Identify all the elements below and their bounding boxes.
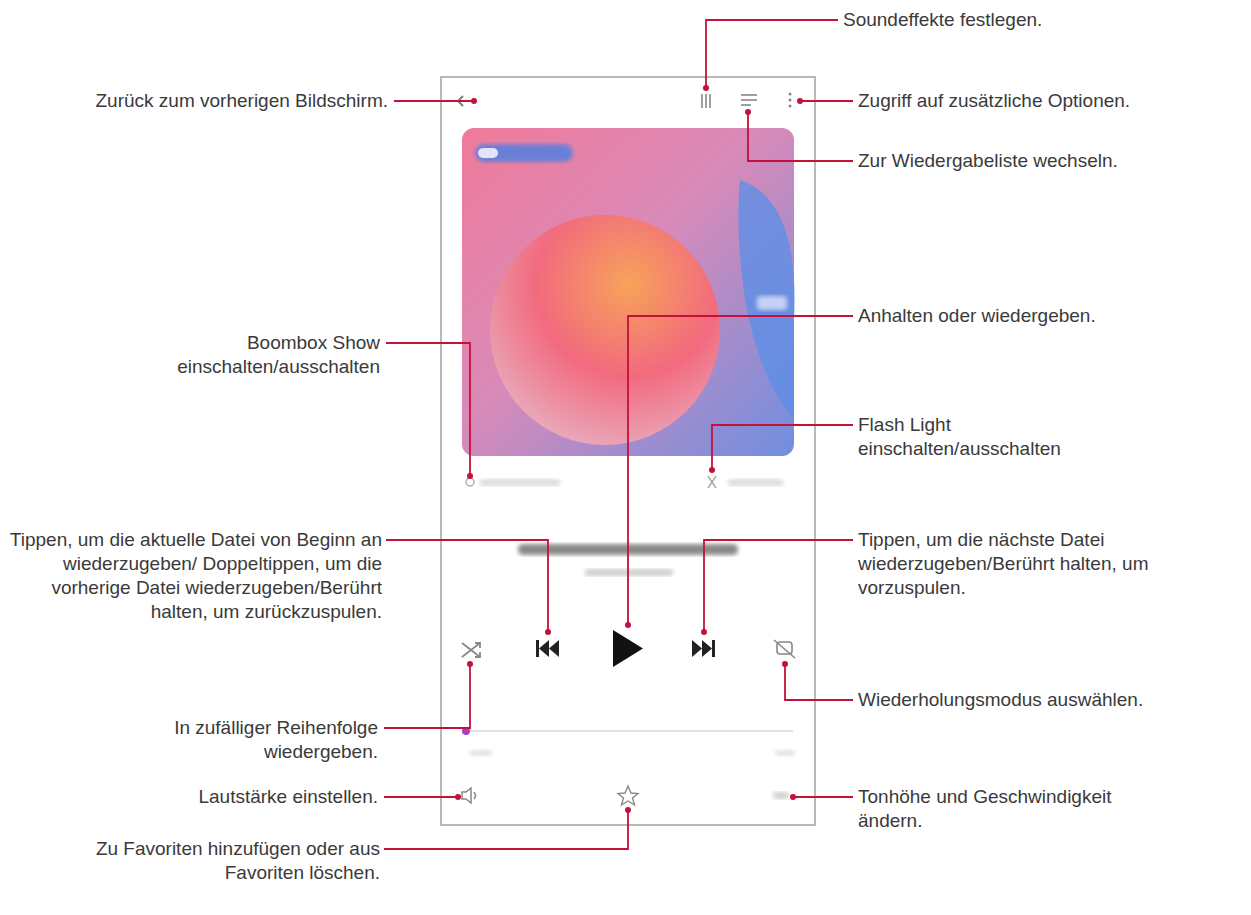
song-artist [585,569,673,576]
callout-text: Anhalten oder wiedergeben. [858,304,1247,328]
boombox-icon [466,478,474,486]
favorite-icon [618,786,638,805]
callout-text: Lautstärke einstellen. [18,785,378,809]
callout-text: Soundeffekte festlegen. [843,8,1238,32]
callout-text: In zufälliger Reihenfolge wiedergeben. [78,716,378,764]
seek-bar [463,730,793,732]
flash-icon [708,476,716,488]
callout-text: Tippen, um die nächste Datei wiederzugeb… [858,528,1246,600]
callout-text: Tippen, um die aktuelle Datei von Beginn… [4,528,382,624]
time-total [775,750,795,756]
time-elapsed [470,750,492,756]
callout-text: Tonhöhe und Geschwindigkeit ändern. [858,785,1158,833]
previous-icon [536,640,559,657]
badge-dot [478,148,498,158]
playlist-icon [741,95,757,105]
callout-text: Zu Favoriten hinzufügen oder aus Favorit… [20,837,380,885]
album-shape [738,180,794,420]
volume-icon [462,788,476,803]
leader-dots [455,85,803,813]
speed-icon [773,792,789,799]
callout-text: Zugriff auf zusätzliche Optionen. [858,89,1158,113]
callout-text: Zurück zum vorherigen Bildschirm. [88,89,388,113]
leader-lines [384,20,853,849]
flash-text [728,479,783,486]
album-orb [490,215,720,445]
repeat-icon [774,640,795,658]
more-icon [789,93,792,108]
play-icon [613,630,643,667]
boombox-text [480,479,560,486]
badge [475,144,573,162]
shuffle-icon [462,643,480,657]
callout-text: Flash Light einschalten/ausschalten [858,413,1158,461]
callout-text: Boombox Show einschalten/ausschalten [80,331,380,379]
callout-text: Wiederholungsmodus auswählen. [858,688,1158,712]
next-icon [692,640,715,657]
callout-text: Zur Wiedergabeliste wechseln. [858,149,1247,173]
lg-logo [757,296,787,310]
equalizer-icon [702,94,710,108]
